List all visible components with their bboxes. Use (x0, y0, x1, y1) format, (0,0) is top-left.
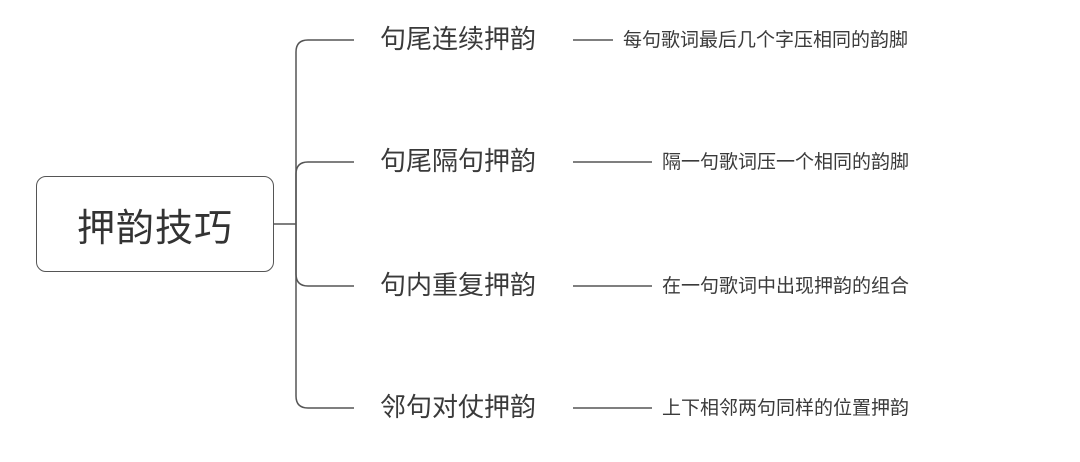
branch-description-3[interactable]: 在一句歌词中出现押韵的组合 (662, 275, 910, 297)
branch-label-3[interactable]: 句内重复押韵 (380, 271, 537, 301)
branch-connector-4 (295, 224, 354, 409)
branch-label-4[interactable]: 邻句对仗押韵 (380, 393, 537, 423)
branch-connector-1 (295, 39, 354, 224)
branch-label-1[interactable]: 句尾连续押韵 (380, 25, 537, 55)
branch-connector-2 (295, 161, 354, 224)
branch-description-2[interactable]: 隔一句歌词压一个相同的韵脚 (662, 151, 910, 173)
branch-label-2[interactable]: 句尾隔句押韵 (380, 147, 537, 177)
branch-description-1[interactable]: 每句歌词最后几个字压相同的韵脚 (623, 29, 909, 51)
branch-connector-3 (295, 224, 354, 287)
root-topic-box[interactable]: 押韵技巧 (36, 176, 274, 272)
root-topic-label: 押韵技巧 (76, 205, 233, 250)
branch-description-4[interactable]: 上下相邻两句同样的位置押韵 (662, 397, 910, 419)
